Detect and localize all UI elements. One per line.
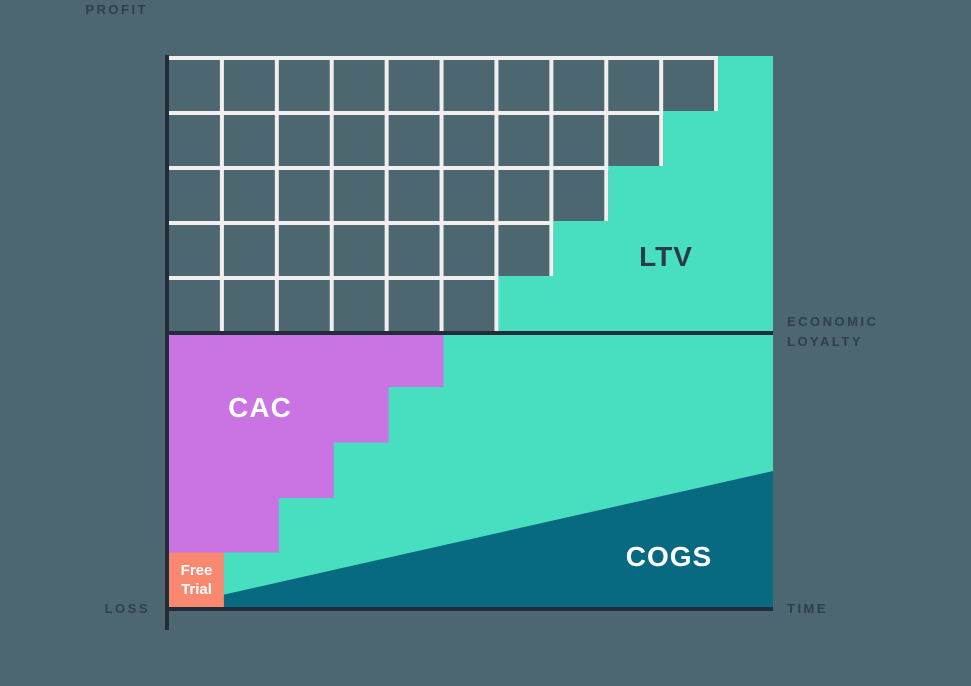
grid-cell — [553, 60, 605, 111]
grid-cell — [278, 115, 330, 166]
cac-area — [169, 335, 444, 553]
grid-cell — [223, 115, 275, 166]
ltv-area — [498, 56, 773, 331]
grid-cell — [223, 280, 275, 331]
cogs-area — [169, 471, 773, 607]
free-trial-label: Free Trial — [180, 561, 213, 598]
grid-cell — [608, 115, 660, 166]
grid-cell — [443, 60, 495, 111]
economic-loyalty-axis-line — [165, 331, 773, 335]
profit-axis-label: PROFIT — [85, 2, 148, 17]
grid-cell — [333, 225, 385, 276]
free-trial-block — [169, 552, 224, 607]
grid-cell — [278, 225, 330, 276]
economic-loyalty-axis-label: ECONOMIC LOYALTY — [787, 314, 879, 349]
grid-cell — [553, 115, 605, 166]
grid-cell — [388, 170, 440, 221]
grid-cell — [498, 225, 550, 276]
grid-cell — [278, 170, 330, 221]
grid-cell — [443, 280, 495, 331]
cac-area-label: CAC — [228, 392, 292, 423]
grid-cell — [443, 225, 495, 276]
grid-cell — [223, 60, 275, 111]
grid-cell — [443, 115, 495, 166]
grid-cell — [333, 60, 385, 111]
ltv-area-label: LTV — [639, 241, 693, 272]
grid-cell — [333, 170, 385, 221]
grid-cell — [333, 280, 385, 331]
grid-cell — [498, 60, 550, 111]
grid-cell — [553, 170, 605, 221]
y-axis-line — [165, 55, 169, 630]
grid-cell — [169, 225, 220, 276]
grid-cell — [278, 280, 330, 331]
grid-cell — [388, 115, 440, 166]
loss-axis-label: LOSS — [104, 601, 150, 616]
grid-cell — [498, 170, 550, 221]
grid-cell — [278, 60, 330, 111]
grid-cell — [169, 60, 220, 111]
grid-cell — [608, 60, 660, 111]
grid-cell — [388, 280, 440, 331]
grid-cell — [169, 115, 220, 166]
grid-cell — [169, 170, 220, 221]
time-axis-label: TIME — [787, 601, 829, 616]
grid-cell — [663, 60, 715, 111]
grid-cell — [498, 115, 550, 166]
grid-cell — [388, 60, 440, 111]
cogs-area-label: COGS — [625, 541, 713, 572]
grid-cell — [223, 225, 275, 276]
time-axis-line — [169, 607, 773, 611]
grid-cell — [388, 225, 440, 276]
grid-cell — [443, 170, 495, 221]
grid-cell — [333, 115, 385, 166]
grid-cell — [223, 170, 275, 221]
grid-cell — [169, 280, 220, 331]
